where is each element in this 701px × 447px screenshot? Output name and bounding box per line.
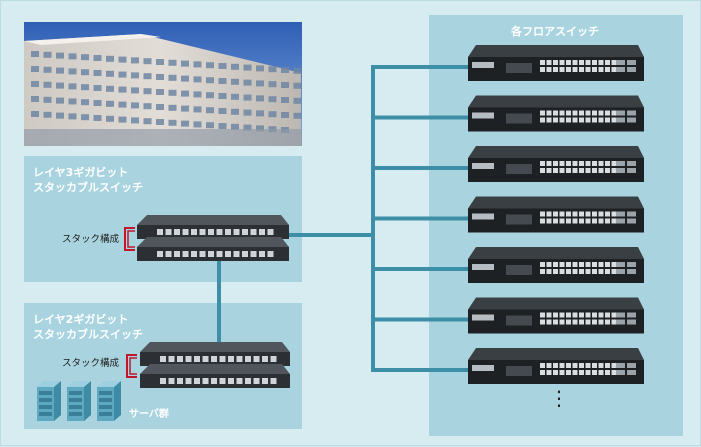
- layer2-title-line1: レイヤ2ギガビット: [33, 313, 129, 326]
- server-group-label: サーバ群: [129, 409, 169, 420]
- layer3-stack-cable: [124, 227, 135, 251]
- layer2-stack-cable: [126, 354, 137, 378]
- devices: [137, 45, 644, 388]
- layer2-switch-top: [140, 342, 290, 366]
- floor-switch-3: [468, 146, 644, 182]
- floor-switch-1: [468, 45, 644, 81]
- layer3-title-line1: レイヤ3ギガビット: [33, 166, 129, 179]
- layer2-title-line2: スタッカブルスイッチ: [33, 328, 143, 341]
- server-group: [37, 381, 121, 421]
- server-3: [97, 381, 121, 421]
- layer3-stack-label: スタック構成: [62, 234, 120, 245]
- server-1: [37, 381, 61, 421]
- floor-switch-4: [468, 196, 644, 233]
- layer3-stack-cable-inner: [127, 230, 135, 248]
- layer3-switch-bottom: [137, 237, 289, 261]
- floor-switch-5: [468, 247, 644, 283]
- floor-switch-2: [468, 95, 644, 132]
- continuation-dots: ⋮: [549, 386, 569, 410]
- network-links: [217, 65, 470, 372]
- layer2-stack-cable-inner: [129, 357, 137, 375]
- layer3-switch-top: [137, 215, 289, 239]
- floor-switch-6: [468, 297, 644, 334]
- layer3-title: レイヤ3ギガビット スタッカブルスイッチ: [33, 165, 143, 195]
- layer2-stack-label: スタック構成: [62, 358, 120, 369]
- layer2-switch-bottom: [140, 364, 290, 388]
- floor-switch-title: 各フロアスイッチ: [511, 25, 599, 38]
- floor-switch-7: [468, 348, 644, 384]
- stack-cables: [124, 227, 137, 378]
- layer2-title: レイヤ2ギガビット スタッカブルスイッチ: [33, 312, 143, 342]
- layer3-title-line2: スタッカブルスイッチ: [33, 181, 143, 194]
- server-2: [67, 381, 91, 421]
